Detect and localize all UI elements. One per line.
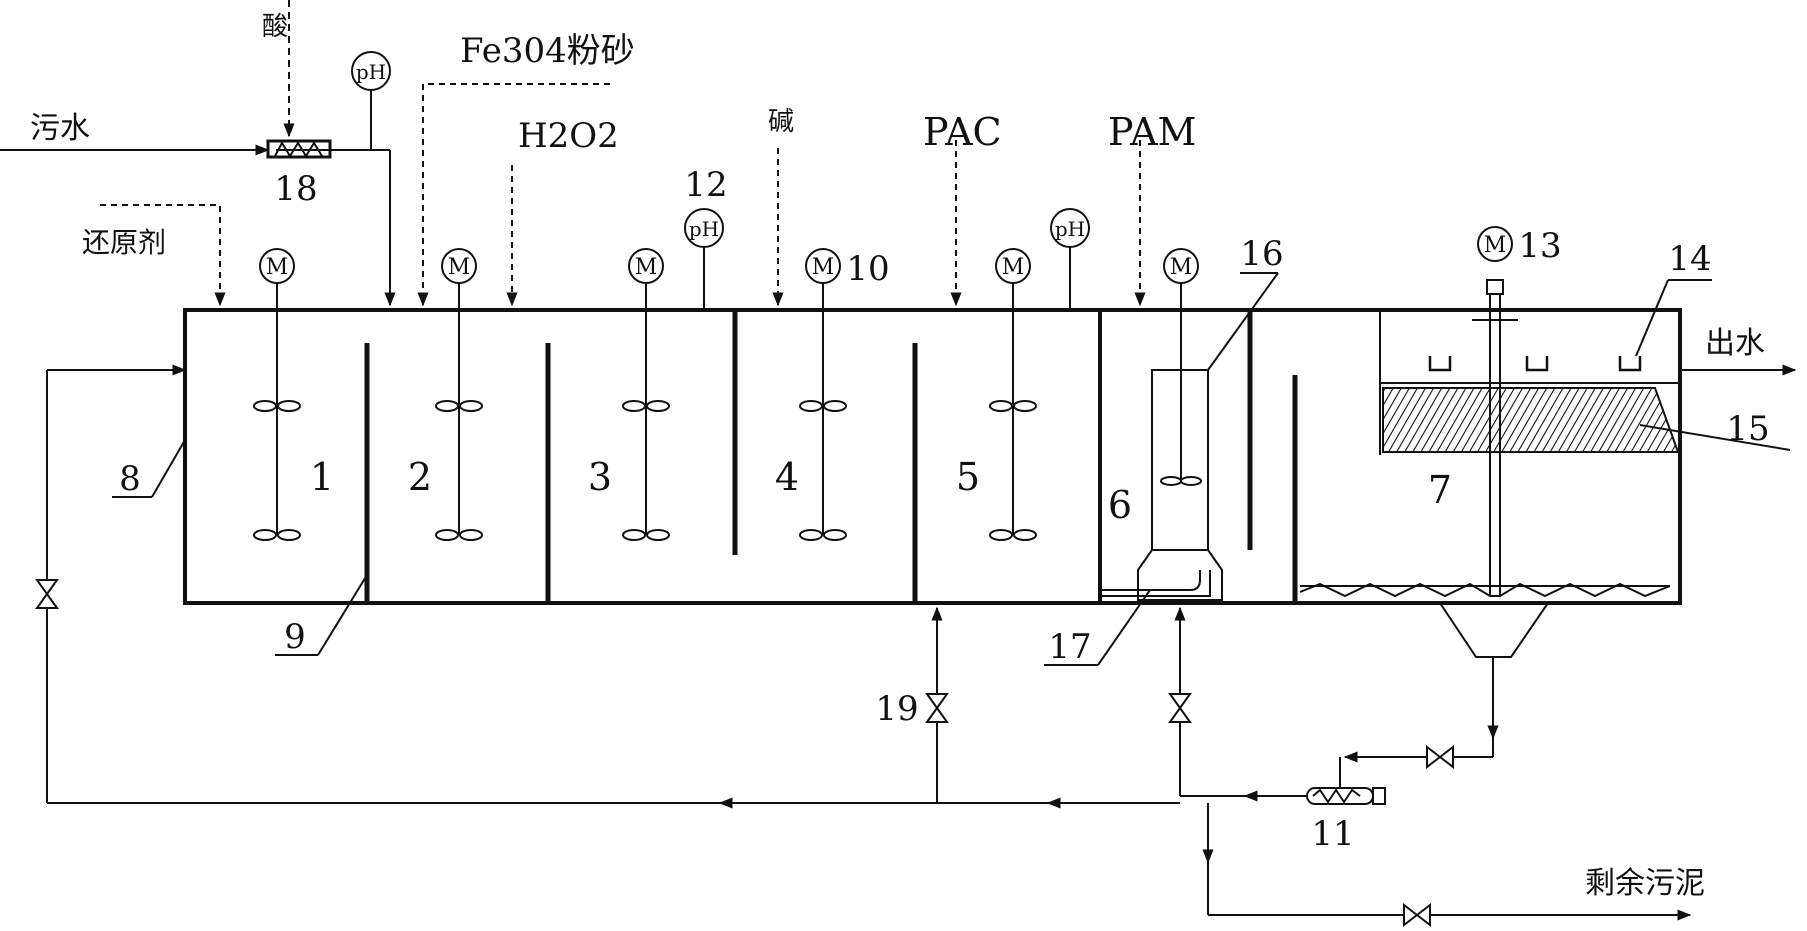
reductant-label: 还原剂 xyxy=(82,226,166,259)
mixer-5 xyxy=(989,248,1037,541)
leader-16 xyxy=(1207,272,1279,371)
ph-label-18: pH xyxy=(356,60,386,84)
static-mixer-18 xyxy=(266,139,332,159)
alkali-label: 碱 xyxy=(768,107,794,137)
motor-label-6: M xyxy=(1170,255,1193,280)
motor-label-2: M xyxy=(448,255,471,280)
mixer-1 xyxy=(253,248,301,541)
wastewater-label: 污水 xyxy=(30,111,90,146)
sludge-hopper xyxy=(1439,602,1549,658)
tube-flare xyxy=(1137,549,1223,601)
inclined-plate-pack xyxy=(1382,387,1680,453)
callout-8: 8 xyxy=(119,459,141,499)
ph-label-5: pH xyxy=(1055,217,1085,241)
callout-15: 15 xyxy=(1726,409,1769,449)
chamber-2: 2 xyxy=(408,455,432,499)
callout-12: 12 xyxy=(684,165,727,205)
leader-9 xyxy=(317,574,368,656)
effluent-label: 出水 xyxy=(1705,326,1765,361)
leader-8 xyxy=(151,439,186,498)
sludge-scraper xyxy=(1299,582,1671,598)
chamber-4: 4 xyxy=(775,455,799,499)
leader-15 xyxy=(1639,424,1791,451)
chamber-7: 7 xyxy=(1428,468,1452,512)
weir-trough-3 xyxy=(1618,356,1642,372)
fe3o4-line xyxy=(417,83,610,307)
callout-17: 17 xyxy=(1048,627,1091,667)
callout-16: 16 xyxy=(1240,234,1283,274)
mixer-6 xyxy=(1160,248,1202,486)
valve-left xyxy=(35,579,59,609)
chamber-6: 6 xyxy=(1108,483,1132,527)
valve-19 xyxy=(925,693,949,723)
inlet-pipe-17 xyxy=(1102,570,1201,591)
mixer-4 xyxy=(799,248,847,541)
pam-label: PAM xyxy=(1108,110,1196,154)
mixer-2 xyxy=(435,248,483,541)
weir-trough-1 xyxy=(1428,356,1452,372)
motor-label-1: M xyxy=(266,255,289,280)
valve-hopper xyxy=(1426,744,1454,770)
leader-17 xyxy=(1097,589,1151,666)
excess-sludge-label: 剩余污泥 xyxy=(1585,866,1705,901)
chamber-3: 3 xyxy=(588,455,612,499)
mixer-3 xyxy=(622,248,670,541)
callout-9: 9 xyxy=(284,617,306,657)
leader-14 xyxy=(1635,279,1669,357)
sludge-pump-11 xyxy=(1306,787,1386,805)
fe3o4-label: Fe304粉砂 xyxy=(460,31,635,71)
acid-label: 酸 xyxy=(262,12,288,42)
callout-14: 14 xyxy=(1668,239,1711,279)
motor-label-13: M xyxy=(1484,233,1507,258)
chamber-1: 1 xyxy=(310,455,334,499)
motor-label-4: M xyxy=(812,255,835,280)
reactor-tank xyxy=(183,308,1682,605)
ph-label-12: pH xyxy=(689,217,719,241)
callout-18: 18 xyxy=(274,169,317,209)
callout-11: 11 xyxy=(1311,814,1354,854)
pac-label: PAC xyxy=(923,110,1002,154)
callout-13: 13 xyxy=(1518,226,1561,266)
valve-tube xyxy=(1168,693,1192,723)
callout-19: 19 xyxy=(875,689,918,729)
chamber-5: 5 xyxy=(956,455,980,499)
weir-trough-2 xyxy=(1525,356,1549,372)
valve-excess xyxy=(1403,902,1431,928)
h2o2-label: H2O2 xyxy=(518,116,619,156)
scraper-motor xyxy=(1477,226,1513,262)
motor-label-3: M xyxy=(635,255,658,280)
callout-10: 10 xyxy=(846,249,889,289)
motor-label-5: M xyxy=(1002,255,1025,280)
